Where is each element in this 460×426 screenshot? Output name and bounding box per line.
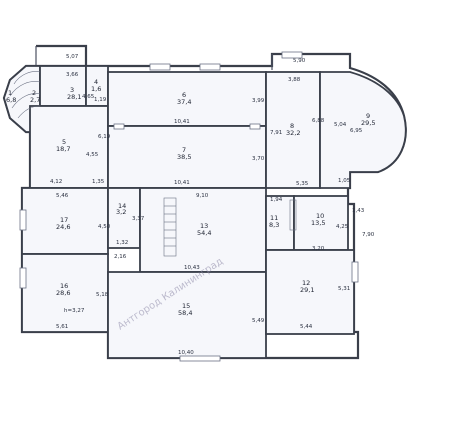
dimension: 5,49 (252, 318, 265, 324)
room-number: 16 (60, 282, 68, 290)
dimension: 3,70 (252, 156, 265, 162)
dimension: 2,16 (114, 254, 127, 260)
room-number: 13 (200, 222, 208, 230)
room-area: 8,3 (269, 221, 279, 229)
dimension: 6,95 (350, 128, 363, 134)
dimension: 4,12 (50, 179, 62, 185)
dimension: 1,35 (92, 179, 105, 185)
room-number: 15 (182, 302, 190, 310)
dimension: 10,41 (174, 119, 190, 125)
dimension: 5,44 (300, 324, 313, 330)
dimension: 6,88 (312, 118, 325, 124)
room-area: 2,7 (30, 96, 40, 104)
stairs (9, 71, 297, 257)
room-area: 29,1 (300, 286, 314, 294)
room-area: 3,2 (116, 208, 126, 216)
dimension: 5,18 (96, 292, 109, 298)
room-number: 5 (62, 138, 66, 146)
dimension: 5,04 (334, 122, 347, 128)
room-area: 24,6 (56, 223, 70, 231)
dimension: 3,99 (252, 98, 265, 104)
room-area: 32,2 (286, 129, 300, 137)
room-number: 14 (118, 202, 126, 210)
dimension: 3,88 (288, 77, 301, 83)
room-area: 13,5 (311, 219, 325, 227)
room-labels: 1 6,8 2 2,7 3 28,1 4 1,6 5 18,7 6 37,4 7… (6, 78, 375, 317)
dimension: 5,90 (293, 58, 306, 64)
dimension: 5,61 (56, 324, 68, 330)
room-area: 28,6 (56, 289, 70, 297)
dimension: 5,46 (56, 193, 69, 199)
dimension: 4,55 (86, 152, 99, 158)
dimension: 7,91 (270, 130, 282, 136)
room-number: 3 (70, 86, 74, 94)
dimension: 10,40 (178, 350, 194, 356)
dimension: 1,19 (94, 97, 107, 103)
room-area: 38,5 (177, 153, 191, 161)
room-area: 6,8 (6, 96, 16, 104)
dimension: 3,20 (312, 246, 325, 252)
room-area: 54,4 (197, 229, 211, 237)
room-number: 12 (302, 279, 310, 287)
room-number: 9 (366, 112, 370, 120)
dimension: 1,05 (338, 178, 351, 184)
dimension: 7,90 (362, 232, 375, 238)
room-number: 7 (182, 146, 186, 154)
dimension: 1,94 (270, 197, 283, 203)
room-number: 17 (60, 216, 68, 224)
room-area: 18,7 (56, 145, 70, 153)
dimension: 5,31 (338, 286, 350, 292)
dimension: 9,10 (196, 193, 209, 199)
dimension: 3,66 (66, 72, 79, 78)
room-number: 6 (182, 91, 186, 99)
room-number: 10 (316, 212, 324, 220)
dimension: 10,41 (174, 180, 190, 186)
dimension: 5,35 (296, 181, 309, 187)
room-area: 58,4 (178, 309, 192, 317)
room-shapes (3, 65, 407, 359)
dimension-labels: 5,07 3,66 4,65 1,19 6,19 4,55 4,12 1,35 … (50, 54, 375, 356)
dimension: h=3,27 (64, 308, 85, 314)
room-number: 2 (32, 89, 36, 97)
room-number: 4 (94, 78, 98, 86)
dimension: 1,32 (116, 240, 128, 246)
dimension: 3,37 (132, 216, 145, 222)
room-area: 28,1 (67, 93, 81, 101)
dimension: 1,43 (352, 208, 365, 214)
dimension: 4,25 (336, 224, 349, 230)
dimension: 10,43 (184, 265, 200, 271)
room-number: 1 (8, 89, 12, 97)
dimension: 4,65 (82, 94, 95, 100)
windows (19, 51, 359, 362)
room-area: 1,6 (91, 85, 101, 93)
room-number: 8 (290, 122, 294, 130)
room-area: 37,4 (177, 98, 191, 106)
dimension: 4,50 (98, 224, 111, 230)
room-number: 11 (270, 214, 278, 222)
dimension: 6,19 (98, 134, 111, 140)
room-area: 29,5 (361, 119, 375, 127)
dimension: 5,07 (66, 54, 79, 60)
